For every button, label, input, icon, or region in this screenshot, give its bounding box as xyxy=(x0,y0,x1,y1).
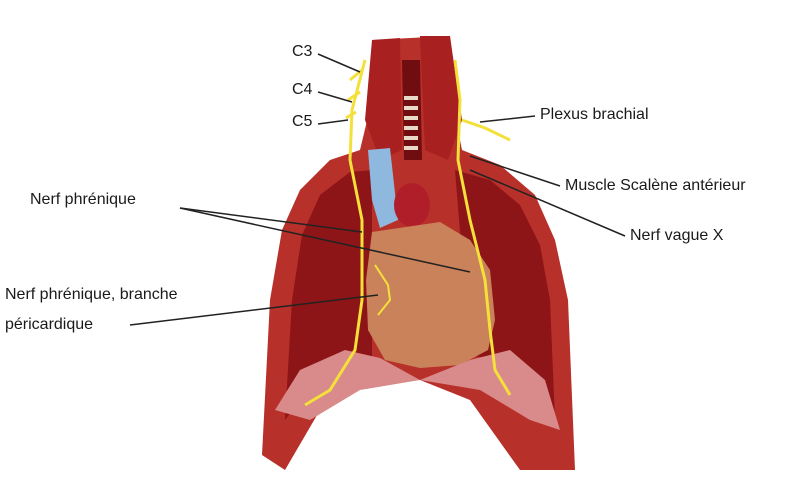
aortic-arch xyxy=(394,183,430,227)
label-nerf-vague: Nerf vague X xyxy=(630,227,724,244)
leader-c5 xyxy=(317,119,349,125)
leader-lines xyxy=(129,53,626,326)
brachial-plexus-nerve xyxy=(461,118,511,142)
leader-c3 xyxy=(317,53,361,73)
leader-plexus xyxy=(479,115,536,123)
label-c3: C3 xyxy=(292,43,313,60)
right-phrenic-nerve xyxy=(304,59,367,407)
label-nerf-phrenique-branche: Nerf phrénique, branche xyxy=(5,286,178,303)
label-plexus-brachial: Plexus brachial xyxy=(540,106,649,123)
label-muscle-scalene: Muscle Scalène antérieur xyxy=(565,177,746,194)
label-pericardique: péricardique xyxy=(5,316,94,333)
left-lung-muscle xyxy=(455,170,555,420)
leader-vague xyxy=(469,169,626,237)
leader-c4 xyxy=(317,91,353,103)
trachea-rings xyxy=(404,96,418,150)
leader-phrenic-a xyxy=(179,207,363,233)
label-c5: C5 xyxy=(292,113,313,130)
label-c4: C4 xyxy=(292,81,313,98)
left-phrenic-nerve xyxy=(453,59,512,396)
pericardium xyxy=(366,222,495,368)
neck-muscle-left xyxy=(365,38,402,160)
neck-muscle-right xyxy=(420,36,462,160)
leader-pericardial xyxy=(129,294,379,326)
leader-scalene xyxy=(469,155,561,187)
pericardial-branch-nerve xyxy=(374,264,392,316)
vena-cava xyxy=(368,148,398,228)
diaphragm xyxy=(275,350,560,430)
leader-phrenic-b xyxy=(179,207,471,273)
label-nerf-phrenique: Nerf phrénique xyxy=(30,191,136,208)
